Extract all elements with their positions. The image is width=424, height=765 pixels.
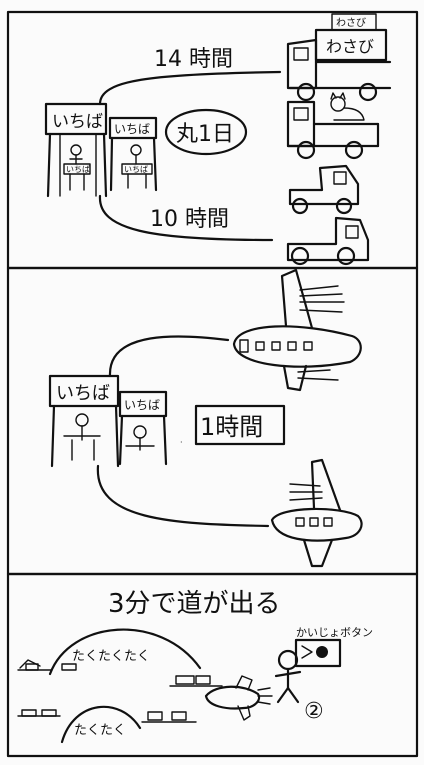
vendor-head	[133, 425, 147, 439]
duration-bottom: 10 時間	[150, 207, 229, 232]
release-button-box: かいじょボタン	[294, 626, 373, 668]
vendor-head	[130, 144, 142, 156]
cat-drawing	[330, 92, 365, 121]
route-top	[98, 70, 282, 106]
route-top	[108, 335, 230, 378]
svg-text:·: ·	[180, 438, 183, 447]
hut-label-upper: たくたくたく	[72, 649, 150, 664]
market-stall-main-sign: いちば	[66, 165, 90, 174]
release-button	[316, 646, 328, 658]
small-airplane	[204, 675, 273, 721]
market-stall-main-label: いちば	[56, 383, 110, 404]
market-stall-small-sign: いちば	[124, 165, 148, 174]
panel-3-title: 3分で道が出る	[108, 589, 281, 619]
tunnel-hill-lower: たくたく	[17, 705, 197, 744]
truck-plain-2	[286, 216, 370, 266]
panel-3-number: ②	[304, 699, 324, 724]
panel-3-border	[6, 572, 419, 758]
vendor-head	[70, 144, 82, 156]
truck-wasabi-sign: わさび	[326, 37, 374, 56]
truck-plain-1	[288, 164, 360, 215]
duration: 1時間	[200, 413, 263, 441]
truck-wasabi-sign-small: わさび	[336, 17, 366, 29]
market-stall-small: いちば	[118, 390, 168, 466]
market-stall-small-label: いちば	[114, 122, 150, 136]
panel-1: いちば いちば いちば いちば	[44, 13, 392, 266]
market-stall-main: いちば いちば	[44, 102, 108, 198]
duration-top: 14 時間	[154, 47, 233, 72]
market-stall-small: いちば いちば	[108, 116, 158, 192]
duration-middle-oval: 丸1日	[164, 108, 248, 156]
truck-wasabi: わさび わさび	[286, 13, 392, 102]
stick-figure	[274, 649, 302, 704]
route-bottom	[98, 194, 274, 242]
panel-2: いちば いちば · 1時間	[48, 268, 363, 568]
tunnel-hill-upper: たくたくたく	[17, 628, 223, 687]
hut-label-lower: たくたく	[74, 723, 126, 738]
airplane-lower	[270, 458, 363, 568]
market-stall-small-label: いちば	[124, 398, 160, 412]
duration-box: 1時間	[194, 404, 286, 446]
panel-3: 3分で道が出る かいじょボタン ② たくたくたく	[17, 589, 373, 744]
duration-middle: 丸1日	[176, 122, 234, 147]
route-bottom	[96, 464, 270, 528]
vendor-head	[75, 413, 89, 427]
truck-cat	[286, 92, 380, 160]
airplane-upper	[232, 268, 362, 392]
release-button-label: かいじょボタン	[296, 626, 373, 639]
market-stall-main: いちば	[48, 374, 120, 468]
market-stall-main-label: いちば	[52, 112, 103, 132]
